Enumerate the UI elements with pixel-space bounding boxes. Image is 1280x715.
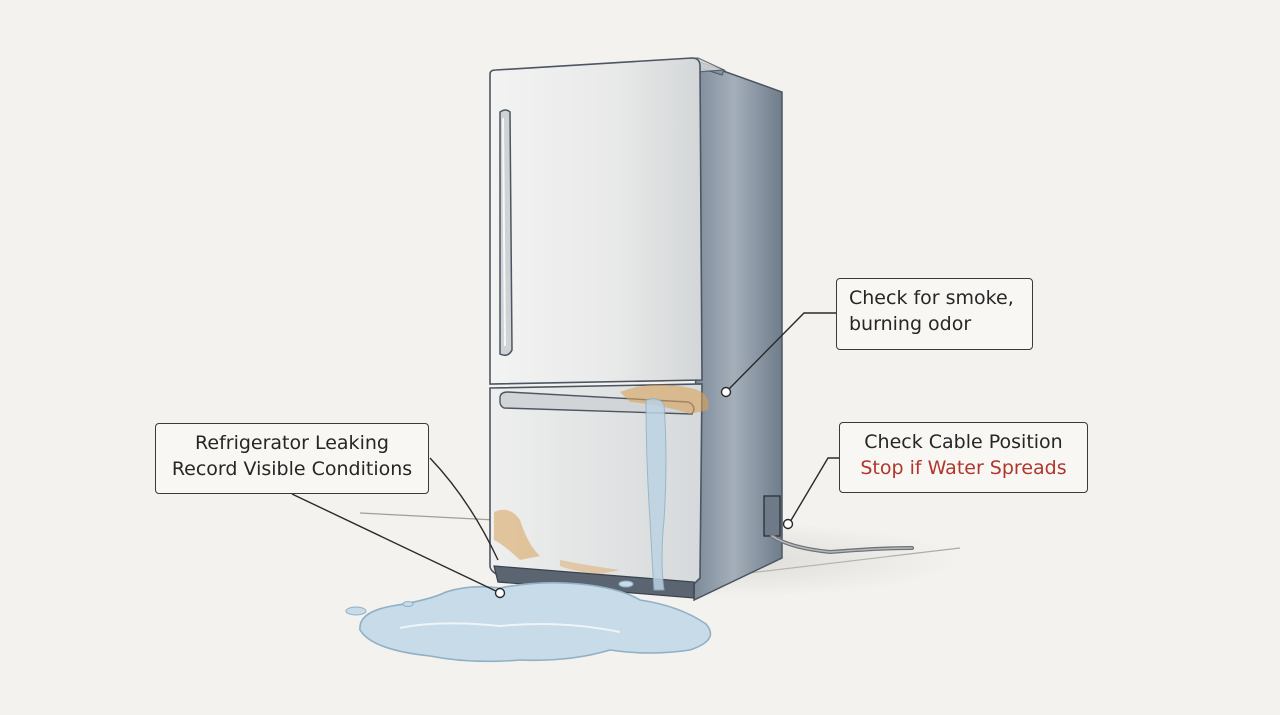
callout-smoke-line2: burning odor [849, 313, 972, 335]
leader-leak-to-puddle [291, 493, 499, 593]
marker-cable [782, 518, 794, 530]
callout-refrigerator-leaking: Refrigerator Leaking Record Visible Cond… [155, 423, 429, 494]
callout-check-smoke: Check for smoke, burning odor [836, 278, 1033, 350]
marker-side [720, 386, 732, 398]
refrigerator [489, 57, 783, 602]
leader-lines [291, 312, 839, 593]
leader-leak-to-base [429, 457, 499, 561]
callout-leak-title: Refrigerator Leaking [195, 432, 389, 454]
callout-cable-title: Check Cable Position [864, 431, 1063, 453]
leader-endpoints [494, 386, 794, 599]
leader-cable [789, 457, 839, 523]
water-puddle [345, 580, 712, 663]
callout-leak-subtitle: Record Visible Conditions [171, 458, 413, 480]
callout-cable-warning: Stop if Water Spreads [860, 457, 1067, 479]
marker-puddle [494, 587, 506, 599]
leader-smoke [727, 312, 836, 391]
callout-smoke-line1: Check for smoke, [849, 287, 1014, 309]
callout-check-cable: Check Cable Position Stop if Water Sprea… [839, 422, 1088, 493]
power-cable [770, 534, 914, 555]
